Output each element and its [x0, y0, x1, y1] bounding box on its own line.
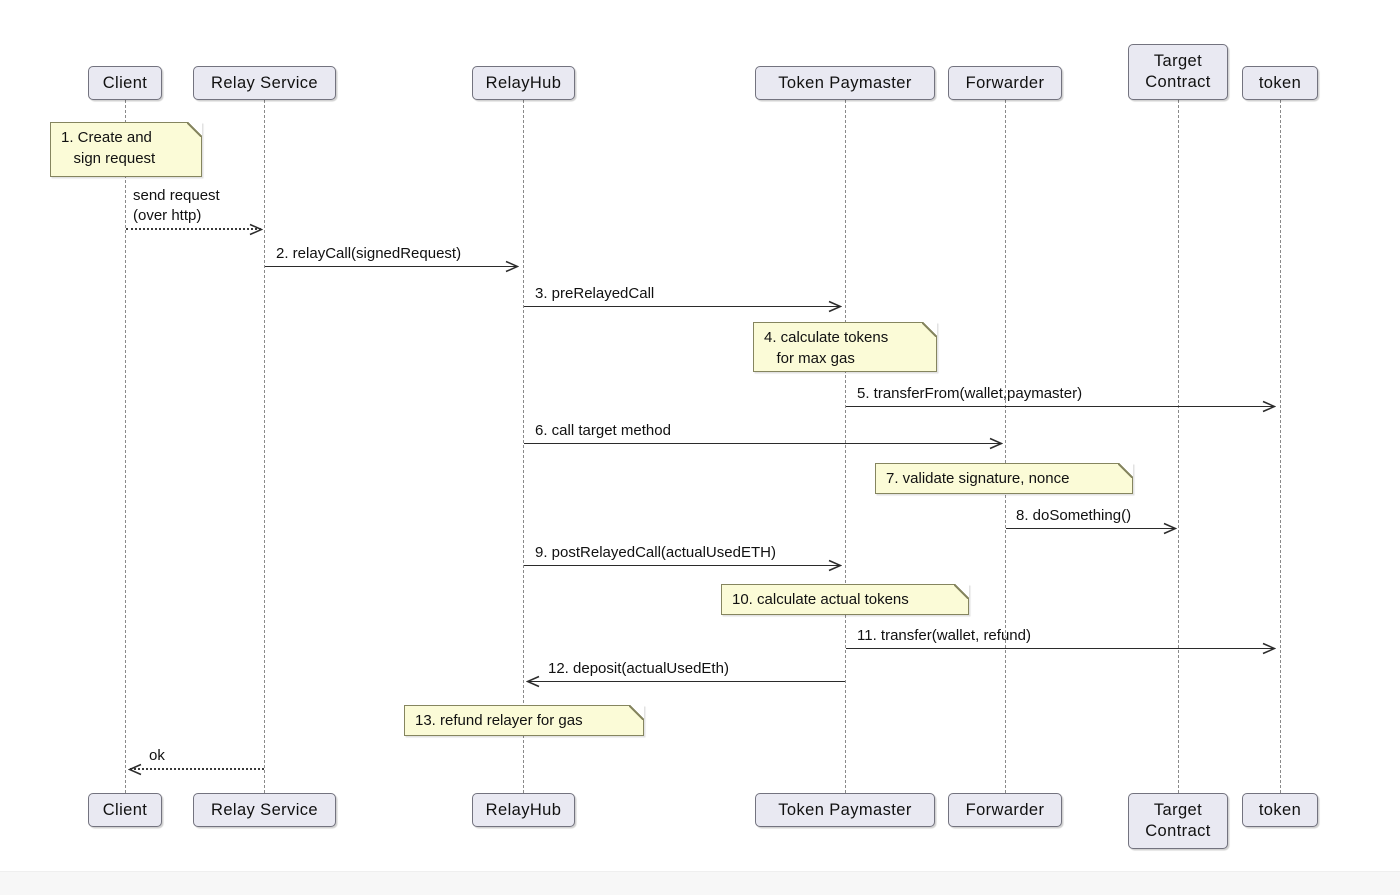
message-arrow-ok: [128, 763, 264, 775]
note-calculate-actual-tokens: 10. calculate actual tokens: [721, 584, 969, 615]
participant-token-paymaster-top: Token Paymaster: [755, 66, 935, 100]
note-calculate-tokens-max-gas: 4. calculate tokens for max gas: [753, 322, 937, 372]
message-arrow-prerelayedcall: [524, 300, 842, 312]
message-label-ok: ok: [149, 747, 165, 764]
message-label-relaycall: 2. relayCall(signedRequest): [276, 245, 462, 262]
arrowhead-right-icon: [1262, 642, 1276, 654]
lifeline-token: [1280, 100, 1281, 793]
arrowhead-right-icon: [989, 437, 1003, 449]
arrowhead-right-icon: [505, 260, 519, 272]
arrowhead-right-icon: [249, 223, 263, 235]
participant-forwarder-bottom: Forwarder: [948, 793, 1062, 827]
message-label-send-request: send request (over http): [133, 187, 220, 224]
message-arrow-transferfrom: [846, 400, 1276, 412]
message-arrow-dosomething: [1006, 522, 1177, 534]
participant-target-contract-bottom: Target Contract: [1128, 793, 1228, 849]
message-arrow-postrelayedcall: [524, 559, 842, 571]
participant-relay-service-top: Relay Service: [193, 66, 336, 100]
participant-token-top: token: [1242, 66, 1318, 100]
lifeline-relay-service: [264, 100, 265, 793]
arrowhead-left-icon: [526, 675, 540, 687]
lifeline-relayhub: [523, 100, 524, 793]
participant-forwarder-top: Forwarder: [948, 66, 1062, 100]
lifeline-client: [125, 100, 126, 793]
message-label-postrelayedcall: 9. postRelayedCall(actualUsedETH): [535, 544, 776, 561]
participant-client-bottom: Client: [88, 793, 162, 827]
message-arrow-call-target-method: [524, 437, 1003, 449]
message-label-prerelayedcall: 3. preRelayedCall: [535, 285, 655, 302]
message-label-dosomething: 8. doSomething(): [1016, 507, 1132, 524]
arrowhead-left-icon: [128, 763, 142, 775]
arrowhead-right-icon: [828, 300, 842, 312]
participant-relayhub-bottom: RelayHub: [472, 793, 575, 827]
message-arrow-send-request: [126, 223, 263, 235]
message-label-call-target-method: 6. call target method: [535, 422, 671, 439]
lifeline-forwarder: [1005, 100, 1006, 793]
participant-token-bottom: token: [1242, 793, 1318, 827]
arrowhead-right-icon: [828, 559, 842, 571]
participant-token-paymaster-bottom: Token Paymaster: [755, 793, 935, 827]
message-label-deposit: 12. deposit(actualUsedEth): [548, 660, 729, 677]
arrowhead-right-icon: [1163, 522, 1177, 534]
participant-client-top: Client: [88, 66, 162, 100]
participant-relay-service-bottom: Relay Service: [193, 793, 336, 827]
participant-relayhub-top: RelayHub: [472, 66, 575, 100]
participant-target-contract-top: Target Contract: [1128, 44, 1228, 100]
message-arrow-relaycall: [265, 260, 519, 272]
lifeline-target-contract: [1178, 100, 1179, 793]
message-label-transferfrom: 5. transferFrom(wallet,paymaster): [857, 385, 1083, 402]
note-validate-signature-nonce: 7. validate signature, nonce: [875, 463, 1133, 494]
page-bottom-strip: [0, 871, 1400, 895]
message-label-transfer-refund: 11. transfer(wallet, refund): [857, 627, 1031, 644]
lifeline-token-paymaster: [845, 100, 846, 793]
message-arrow-transfer-refund: [846, 642, 1276, 654]
message-arrow-deposit: [526, 675, 845, 687]
arrowhead-right-icon: [1262, 400, 1276, 412]
note-create-sign-request: 1. Create and sign request: [50, 122, 202, 177]
note-refund-relayer-gas: 13. refund relayer for gas: [404, 705, 644, 736]
